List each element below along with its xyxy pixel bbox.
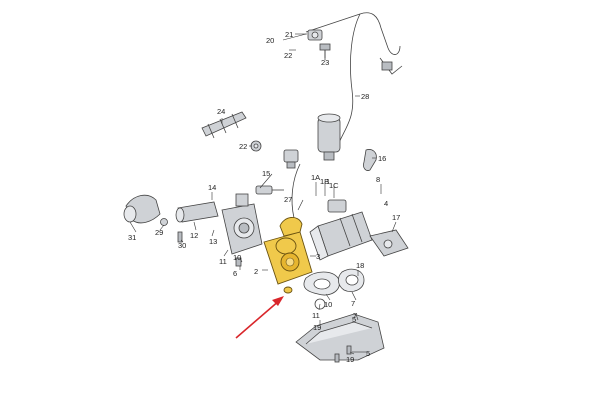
bracket-28 bbox=[201, 111, 247, 139]
callout-20: 17 bbox=[392, 213, 400, 222]
pipe-31 bbox=[305, 12, 403, 151]
pipe-34 bbox=[123, 194, 161, 224]
callout-8: 5 bbox=[366, 349, 370, 358]
callout-2: 2 bbox=[254, 267, 258, 276]
callout-1: 1 bbox=[326, 177, 330, 186]
callout-7: 8 bbox=[376, 175, 380, 184]
clip-26 bbox=[250, 140, 262, 152]
callout-12: 11 bbox=[312, 311, 320, 320]
callout-3: 3 bbox=[316, 252, 320, 261]
callout-14: 11 bbox=[219, 257, 227, 266]
bolt-8 bbox=[346, 345, 352, 355]
callout-1A: 1A bbox=[311, 173, 320, 182]
callout-26-upper: 22 bbox=[284, 51, 292, 60]
egr-valve-highlighted bbox=[263, 217, 313, 294]
canister bbox=[317, 113, 341, 161]
ring-22 bbox=[314, 298, 326, 310]
callout-17: 14 bbox=[208, 183, 216, 192]
leader-lines bbox=[129, 33, 397, 355]
egr-cooler bbox=[309, 199, 373, 261]
callout-15: 12 bbox=[190, 231, 198, 240]
callout-11: 10 bbox=[324, 300, 332, 309]
callout-23: 19 bbox=[346, 355, 354, 364]
callout-10-left: 6 bbox=[233, 269, 237, 278]
bolt-33 bbox=[177, 231, 183, 243]
callout-30: 27 bbox=[284, 195, 292, 204]
callout-6: 7 bbox=[353, 311, 357, 320]
callout-4: 4 bbox=[384, 199, 388, 208]
pipe-15 bbox=[175, 201, 219, 223]
callout-32: 29 bbox=[155, 228, 163, 237]
heat-shield-6 bbox=[295, 313, 385, 361]
bolt-32 bbox=[160, 218, 168, 226]
callout-24: 20 bbox=[266, 36, 274, 45]
callout-labels: 20 21 22 23 24 22 28 16 15 14 27 1A 1B 1… bbox=[128, 30, 400, 364]
bolt-23 bbox=[334, 353, 340, 363]
bolt-9 bbox=[235, 257, 242, 267]
gasket-10 bbox=[338, 268, 365, 292]
callout-22: 19 bbox=[313, 323, 321, 332]
callout-18: 15 bbox=[262, 169, 270, 178]
callout-10: 7 bbox=[351, 299, 355, 308]
sensor-18 bbox=[255, 185, 284, 195]
callout-5: 5 bbox=[352, 315, 356, 324]
gasket-11 bbox=[303, 271, 340, 296]
hose-19 bbox=[363, 149, 377, 171]
callout-28: 24 bbox=[217, 107, 225, 116]
valve-25 bbox=[307, 29, 331, 60]
callout-21: 18 bbox=[356, 261, 364, 270]
callout-34: 31 bbox=[128, 233, 136, 242]
callout-1B: 1B bbox=[320, 177, 329, 186]
throttle-housing bbox=[221, 193, 263, 255]
flange-20 bbox=[369, 229, 409, 257]
callout-27: 23 bbox=[321, 58, 329, 67]
callout-16: 13 bbox=[209, 237, 217, 246]
callout-25: 21 bbox=[285, 30, 293, 39]
pointer-arrow bbox=[235, 296, 284, 339]
callout-19: 16 bbox=[378, 154, 386, 163]
sensor-29 bbox=[283, 149, 299, 169]
callout-1C: 1C bbox=[329, 181, 339, 190]
callout-31: 28 bbox=[361, 92, 369, 101]
callout-33: 30 bbox=[178, 241, 186, 250]
callout-26: 22 bbox=[239, 142, 247, 151]
callout-9: 10 bbox=[233, 253, 241, 262]
